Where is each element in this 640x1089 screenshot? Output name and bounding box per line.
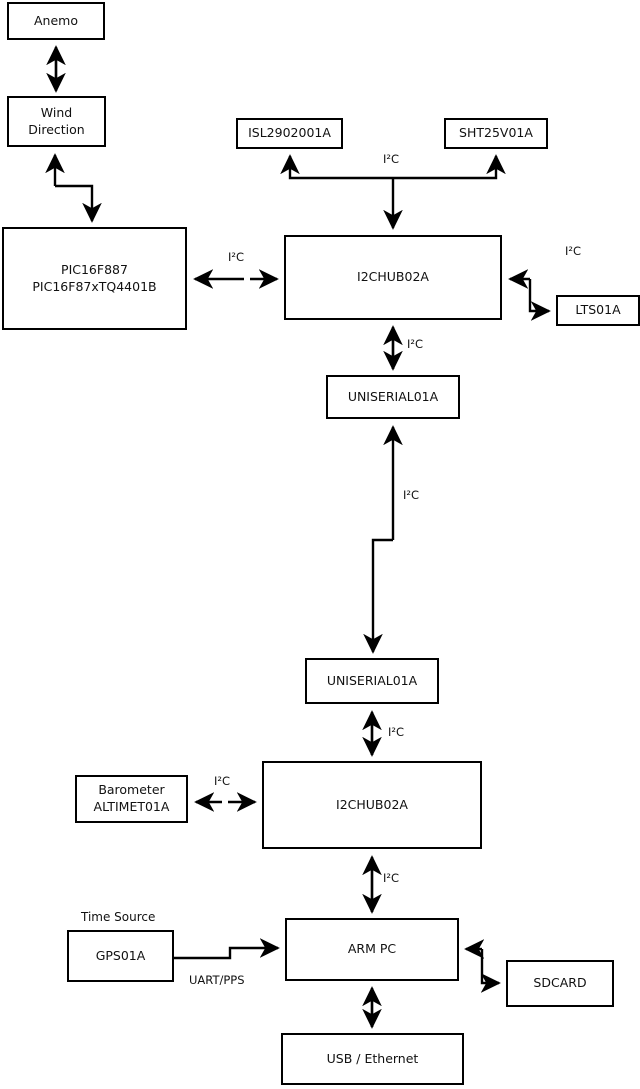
edge-label-lbl-baro-hub: I²C <box>214 774 231 788</box>
connector-armpc-sdcard <box>480 949 501 993</box>
connector-bus-sht <box>393 154 506 180</box>
node-label-gps: GPS01A <box>95 947 146 963</box>
label-time-source: Time Source <box>81 910 156 924</box>
node-sht[interactable]: SHT25V01A <box>444 118 548 149</box>
node-uni_top[interactable]: UNISERIAL01A <box>326 375 460 419</box>
node-label-anemo: Anemo <box>34 12 78 28</box>
node-sdcard[interactable]: SDCARD <box>506 960 614 1007</box>
node-label-isl: ISL2902001A <box>248 125 331 141</box>
node-uni_bottom[interactable]: UNISERIAL01A <box>305 658 439 704</box>
edge-label-lbl-pic-hub: I²C <box>228 250 245 264</box>
connector-hubtop-lts <box>528 279 551 321</box>
connector-gps-armpc <box>174 938 280 960</box>
edge-label-lbl-gps-armpc: UART/PPS <box>189 973 245 987</box>
node-anemo[interactable]: Anemo <box>7 2 105 40</box>
node-lts[interactable]: LTS01A <box>556 295 640 326</box>
node-label-uni_bottom: UNISERIAL01A <box>326 672 418 688</box>
node-label-lts: LTS01A <box>575 302 621 318</box>
node-label-hub_top: I2CHUB02A <box>357 269 429 285</box>
edge-label-lbl-hub-armpc: I²C <box>383 871 400 885</box>
edge-label-lbl-hub-lts: I²C <box>565 244 582 258</box>
node-armpc[interactable]: ARM PC <box>285 918 459 981</box>
edge-label-lbl-hub-uni-top: I²C <box>407 337 424 351</box>
edge-label-lbl-hub-sensors: I²C <box>383 152 400 166</box>
node-usb[interactable]: USB / Ethernet <box>281 1033 464 1085</box>
node-hub_top[interactable]: I2CHUB02A <box>284 235 502 320</box>
node-isl[interactable]: ISL2902001A <box>236 118 343 149</box>
node-label-sdcard: SDCARD <box>533 975 587 991</box>
connector-bus-isl <box>280 154 393 180</box>
edge-label-lbl-uni-uni: I²C <box>403 488 420 502</box>
node-label-sht: SHT25V01A <box>459 125 533 141</box>
node-label-hub_bottom: I2CHUB02A <box>336 796 408 812</box>
node-gps[interactable]: GPS01A <box>67 930 174 982</box>
connector-unitop-unibottom <box>363 538 393 654</box>
edge-label-lbl-uni-hub-bottom: I²C <box>388 725 405 739</box>
node-label-armpc: ARM PC <box>347 941 397 957</box>
node-hub_bottom[interactable]: I2CHUB02A <box>262 761 482 849</box>
node-label-usb: USB / Ethernet <box>326 1050 419 1066</box>
node-label-uni_top: UNISERIAL01A <box>347 388 439 404</box>
connector-pic-wind-down <box>55 184 102 223</box>
